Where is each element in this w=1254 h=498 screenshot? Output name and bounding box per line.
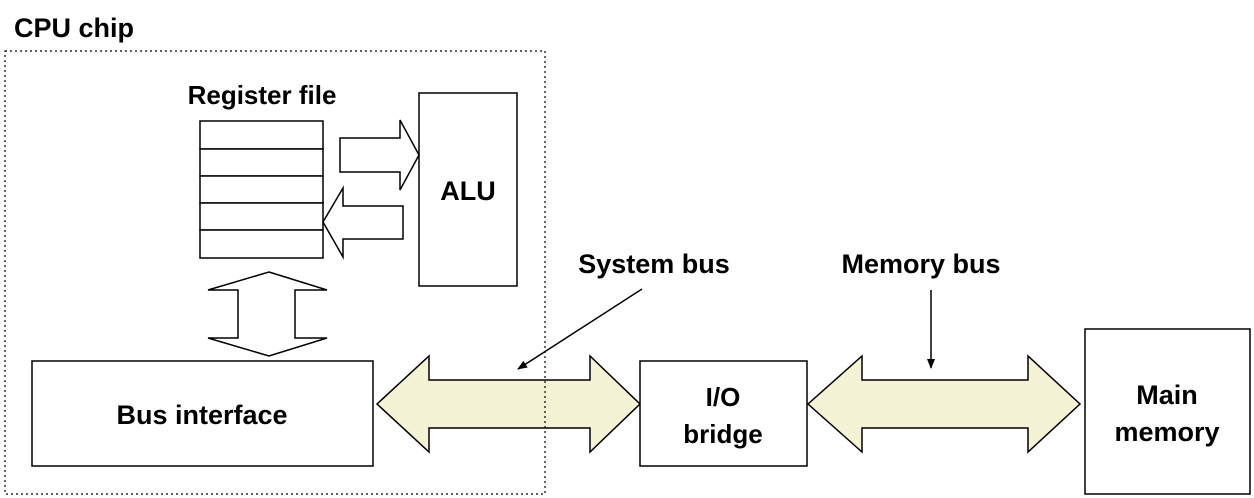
bus-interface-box xyxy=(31,360,374,467)
io-bridge-label-line1: I/O xyxy=(706,382,741,412)
register xyxy=(199,229,324,259)
cpu-chip-label: CPU chip xyxy=(14,13,134,43)
register xyxy=(199,148,324,177)
cpu-chip-boundary xyxy=(4,50,546,495)
memory-bus-arrow xyxy=(806,354,1082,454)
main-memory-box xyxy=(1084,328,1251,495)
alu-box xyxy=(418,92,518,287)
alu-to-register-arrow xyxy=(322,185,404,260)
io-bridge-box xyxy=(639,360,808,467)
system-bus-pointer xyxy=(517,288,643,370)
register-bus-interface-arrow xyxy=(207,271,328,357)
register xyxy=(199,175,324,204)
alu-label: ALU xyxy=(440,176,496,206)
system-bus-label: System bus xyxy=(578,249,730,279)
register xyxy=(199,202,324,231)
io-bridge-label-line2: bridge xyxy=(683,419,762,449)
register-to-alu-arrow xyxy=(339,119,420,191)
register-file xyxy=(199,120,324,259)
main-memory-label-line2: memory xyxy=(1114,417,1219,447)
register xyxy=(199,120,324,150)
bus-interface-label: Bus interface xyxy=(116,400,287,430)
main-memory-label-line1: Main xyxy=(1136,380,1198,410)
memory-bus-label: Memory bus xyxy=(841,249,1000,279)
system-bus-arrow xyxy=(375,354,642,454)
register-file-label: Register file xyxy=(188,80,337,110)
